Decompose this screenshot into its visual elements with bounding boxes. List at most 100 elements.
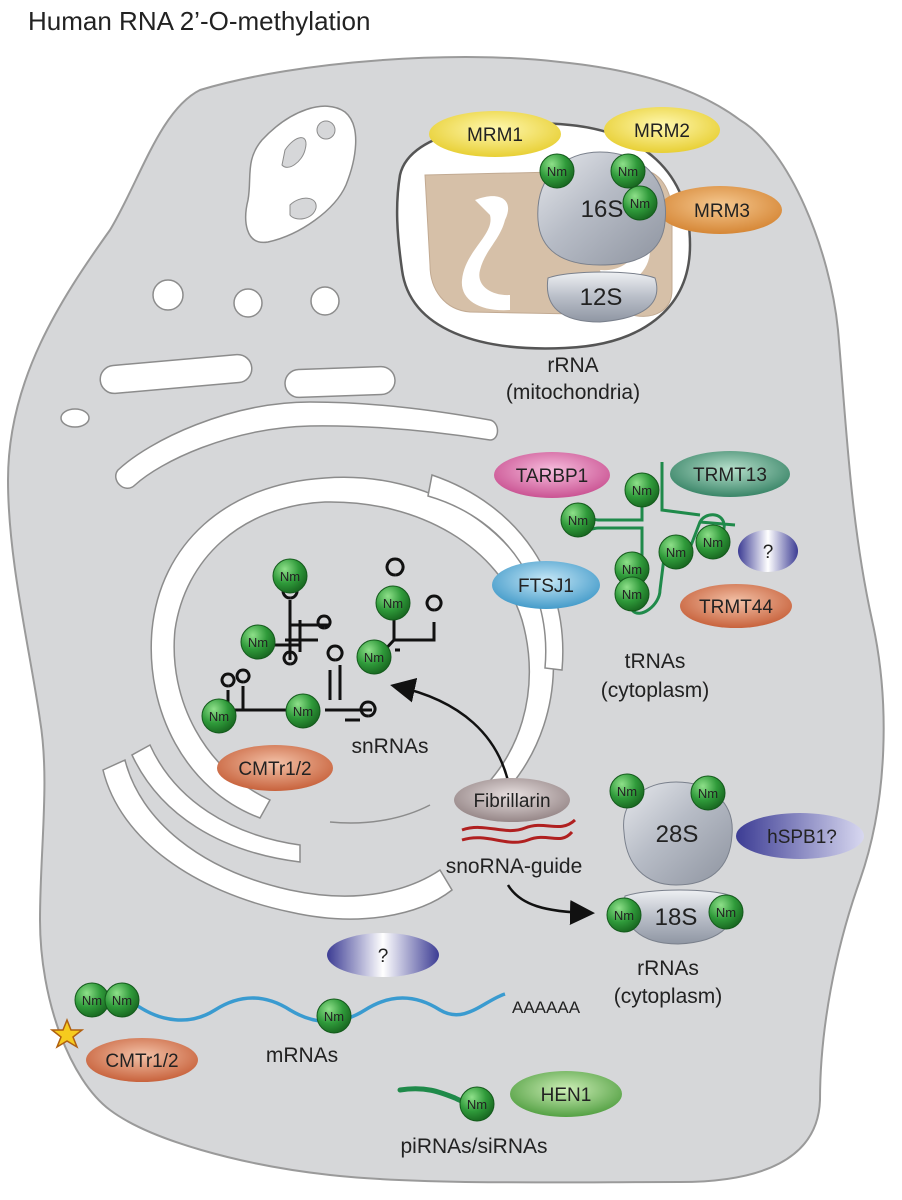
enzyme-cmtr-mrna [86, 1038, 198, 1082]
nm-methyl-label: Nm [324, 1009, 344, 1024]
enzyme-unknown-trna [738, 530, 798, 572]
fibrillarin-arrow-to-nucleus [390, 677, 512, 791]
enzyme-fibrillarin-label: Fibrillarin [473, 791, 550, 812]
ribosome-18s-label: 18S [655, 904, 698, 931]
nm-methyl-mark: Nm [622, 185, 658, 221]
nm-methyl-mark: Nm [285, 693, 321, 729]
nm-methyl-mark: Nm [610, 153, 646, 189]
enzyme-ftsj1-label: FTSJ1 [518, 576, 574, 597]
cyto-rrna-location-label: (cytoplasm) [614, 985, 723, 1008]
snrnas-label: snRNAs [351, 735, 428, 758]
cap-star-icon [49, 1017, 85, 1049]
nm-methyl-label: Nm [632, 483, 652, 498]
golgi-inner-2 [289, 197, 317, 220]
nm-methyl-label: Nm [622, 562, 642, 577]
er-tube [99, 353, 253, 395]
enzyme-mrm1-label: MRM1 [467, 125, 523, 146]
nm-methyl-label: Nm [614, 908, 634, 923]
er-arc-inner [131, 743, 301, 863]
trna-cluster: TARBP1 TRMT13 FTSJ1 ? TRMT44 [492, 451, 798, 628]
enzyme-cmtr-nucleus-label: CMTr1/2 [238, 759, 311, 780]
ribosome-12s-label: 12S [580, 284, 623, 311]
enzyme-hspb1-label: hSPB1? [767, 827, 837, 848]
trna-label: tRNAs [625, 650, 686, 673]
nm-methyl-mark: Nm [104, 982, 140, 1018]
vesicle [310, 286, 340, 316]
enzyme-cmtr-mrna-label: CMTr1/2 [105, 1051, 178, 1072]
mitochondrion: MRM1 MRM2 MRM3 16S 12S [395, 107, 782, 350]
nm-methyl-label: Nm [630, 196, 650, 211]
enzyme-unknown-mrna [327, 933, 439, 977]
enzyme-mrm2 [604, 107, 720, 153]
golgi-inner-1 [281, 137, 307, 168]
ribosome-16s-label: 16S [581, 196, 624, 223]
nm-methyl-label: Nm [547, 164, 567, 179]
er-sheet [115, 401, 499, 490]
mito-location-label: (mitochondria) [506, 381, 640, 404]
enzyme-hen1 [510, 1071, 622, 1117]
golgi-vesicle [245, 105, 357, 244]
er-arc-bottom [102, 758, 453, 920]
enzyme-trmt13-label: TRMT13 [693, 465, 767, 486]
nm-methyl-label: Nm [364, 650, 384, 665]
nm-methyl-mark: Nm [459, 1086, 495, 1122]
nm-methyl-label: Nm [82, 993, 102, 1008]
enzyme-trmt44-label: TRMT44 [699, 597, 773, 618]
enzyme-ftsj1 [492, 561, 600, 609]
nm-methyl-mark: Nm [560, 502, 596, 538]
polya-tail-label: AAAAAA [512, 998, 581, 1017]
enzyme-mrm2-label: MRM2 [634, 121, 690, 142]
nm-methyl-mark: Nm [240, 624, 276, 660]
nm-methyl-label: Nm [293, 704, 313, 719]
nm-methyl-mark: Nm [74, 982, 110, 1018]
enzyme-unknown-trna-label: ? [763, 542, 774, 563]
nm-methyl-label: Nm [618, 164, 638, 179]
nm-methyl-mark: Nm [201, 698, 237, 734]
nm-methyl-mark: Nm [614, 551, 650, 587]
ribosome-12s [546, 271, 658, 323]
crista [461, 196, 510, 311]
snorna-guide-strand [461, 830, 574, 844]
nm-methyl-label: Nm [209, 709, 229, 724]
enzyme-hen1-label: HEN1 [541, 1085, 592, 1106]
enzyme-mrm3 [658, 186, 782, 234]
nm-methyl-mark: Nm [695, 524, 731, 560]
nm-methyl-mark: Nm [272, 558, 308, 594]
nm-methyl-mark: Nm [624, 472, 660, 508]
nm-methyl-label: Nm [703, 535, 723, 550]
ribosome-28s-label: 28S [656, 821, 699, 848]
snorna-guide-strand [461, 818, 577, 833]
nm-methyl-mark: Nm [316, 998, 352, 1034]
enzyme-tarbp1 [494, 452, 610, 498]
nm-methyl-label: Nm [568, 513, 588, 528]
nm-methyl-mark: Nm [609, 773, 645, 809]
nm-methyl-label: Nm [467, 1097, 487, 1112]
nm-methyl-mark: Nm [606, 897, 642, 933]
enzyme-fibrillarin [454, 778, 570, 822]
snorna-guide-label: snoRNA-guide [446, 855, 583, 878]
nm-methyl-mark: Nm [375, 585, 411, 621]
nm-methyl-label: Nm [280, 569, 300, 584]
cyto-rrna-label: rRNAs [637, 957, 699, 980]
golgi-hole [316, 120, 336, 140]
nm-methyl-label: Nm [622, 587, 642, 602]
enzyme-mrm3-label: MRM3 [694, 201, 750, 222]
nm-methyl-mark: Nm [356, 639, 392, 675]
nucleus-gap-line [329, 804, 431, 824]
nm-methyl-label: Nm [112, 993, 132, 1008]
vesicle [152, 279, 184, 311]
nm-methyl-label: Nm [248, 635, 268, 650]
nm-methyl-mark: Nm [658, 534, 694, 570]
mrnas-label: mRNAs [266, 1044, 338, 1067]
vesicle [233, 288, 263, 318]
enzyme-mrm1 [429, 111, 561, 157]
mito-rrna-label: rRNA [547, 354, 598, 377]
er-tube [284, 365, 396, 399]
nm-methyl-label: Nm [666, 545, 686, 560]
nm-methyl-label: Nm [698, 786, 718, 801]
trna-location-label: (cytoplasm) [601, 679, 710, 702]
enzyme-cmtr-nucleus [217, 745, 333, 791]
snrna-structures [220, 557, 443, 722]
